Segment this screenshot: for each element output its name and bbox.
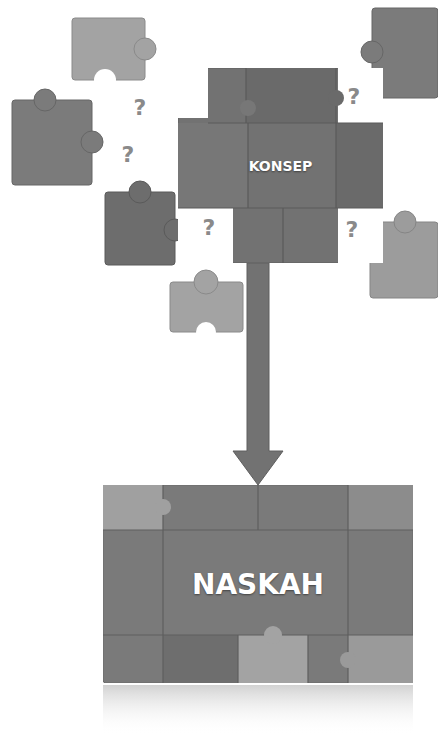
puzzle-title: KONSEP — [249, 158, 313, 174]
reflection — [103, 685, 413, 735]
question-mark: ? — [346, 219, 359, 241]
puzzle-piece — [12, 89, 103, 185]
puzzle-node: NASKAH — [103, 485, 413, 683]
question-mark: ? — [134, 97, 147, 119]
puzzle-title: NASKAH — [192, 568, 324, 601]
question-mark: ? — [203, 217, 216, 239]
question-mark: ? — [122, 144, 135, 166]
puzzle-piece — [105, 181, 186, 265]
question-mark: ? — [348, 86, 361, 108]
puzzle-piece — [72, 18, 156, 80]
down-arrow — [233, 263, 283, 485]
